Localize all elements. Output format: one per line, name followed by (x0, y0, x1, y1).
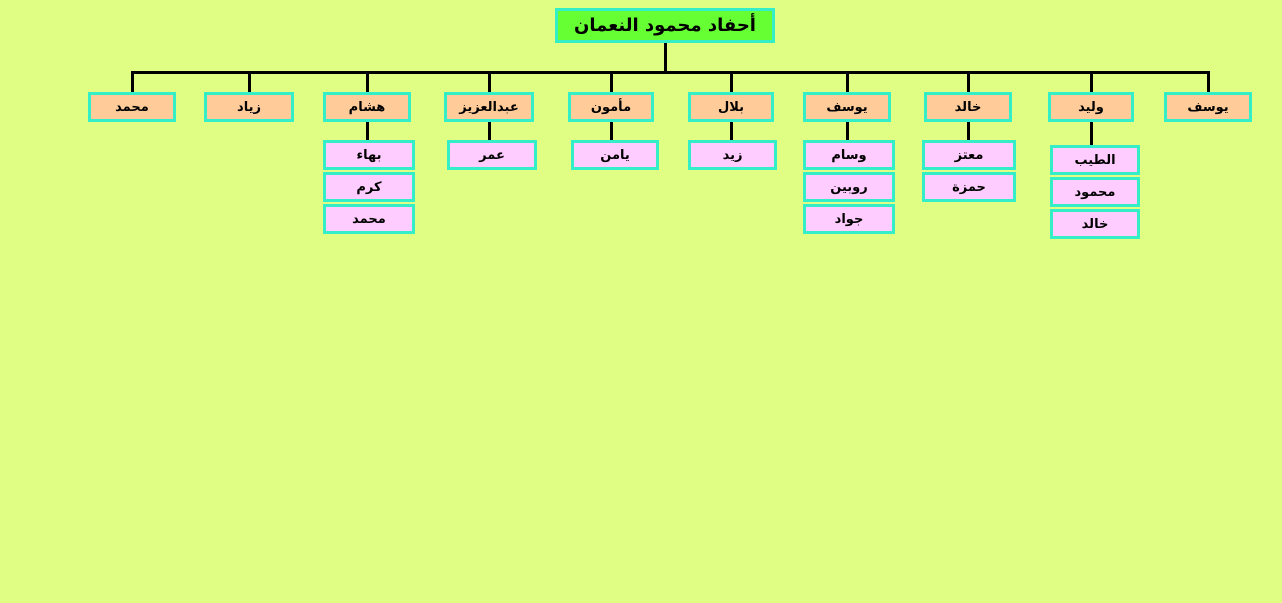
child-connector (967, 71, 970, 92)
child-node: محمد (88, 92, 176, 122)
grandchild-connector (967, 122, 970, 140)
grandchild-node: يامن (571, 140, 659, 170)
grandchild-node: خالد (1050, 209, 1140, 239)
grandchild-connector (730, 122, 733, 140)
child-node: زياد (204, 92, 294, 122)
child-connector (730, 71, 733, 92)
grandchild-node: معتز (922, 140, 1016, 170)
child-node: مأمون (568, 92, 654, 122)
child-connector (366, 71, 369, 92)
child-node: هشام (323, 92, 411, 122)
grandchild-node: محمد (323, 204, 415, 234)
grandchild-node: الطيب (1050, 145, 1140, 175)
child-node: خالد (924, 92, 1012, 122)
grandchild-node: حمزة (922, 172, 1016, 202)
grandchild-connector (846, 122, 849, 140)
child-node: بلال (688, 92, 774, 122)
root-node: أحفاد محمود النعمان (555, 8, 775, 43)
child-connector (610, 71, 613, 92)
child-connector (1090, 71, 1093, 92)
child-connector (131, 71, 134, 92)
grandchild-node: عمر (447, 140, 537, 170)
child-connector (488, 71, 491, 92)
child-connector (846, 71, 849, 92)
grandchild-connector (1090, 122, 1093, 145)
child-connector (1207, 71, 1210, 92)
grandchild-node: جواد (803, 204, 895, 234)
grandchild-node: كرم (323, 172, 415, 202)
child-node: وليد (1048, 92, 1134, 122)
child-node: يوسف (1164, 92, 1252, 122)
grandchild-node: روبين (803, 172, 895, 202)
grandchild-node: زيد (688, 140, 777, 170)
child-node: يوسف (803, 92, 891, 122)
child-node: عبدالعزيز (444, 92, 534, 122)
grandchild-node: بهاء (323, 140, 415, 170)
children-bus (131, 71, 1210, 74)
grandchild-connector (488, 122, 491, 140)
grandchild-node: وسام (803, 140, 895, 170)
grandchild-connector (366, 122, 369, 140)
root-connector (664, 43, 667, 74)
grandchild-node: محمود (1050, 177, 1140, 207)
grandchild-connector (610, 122, 613, 140)
child-connector (248, 71, 251, 92)
